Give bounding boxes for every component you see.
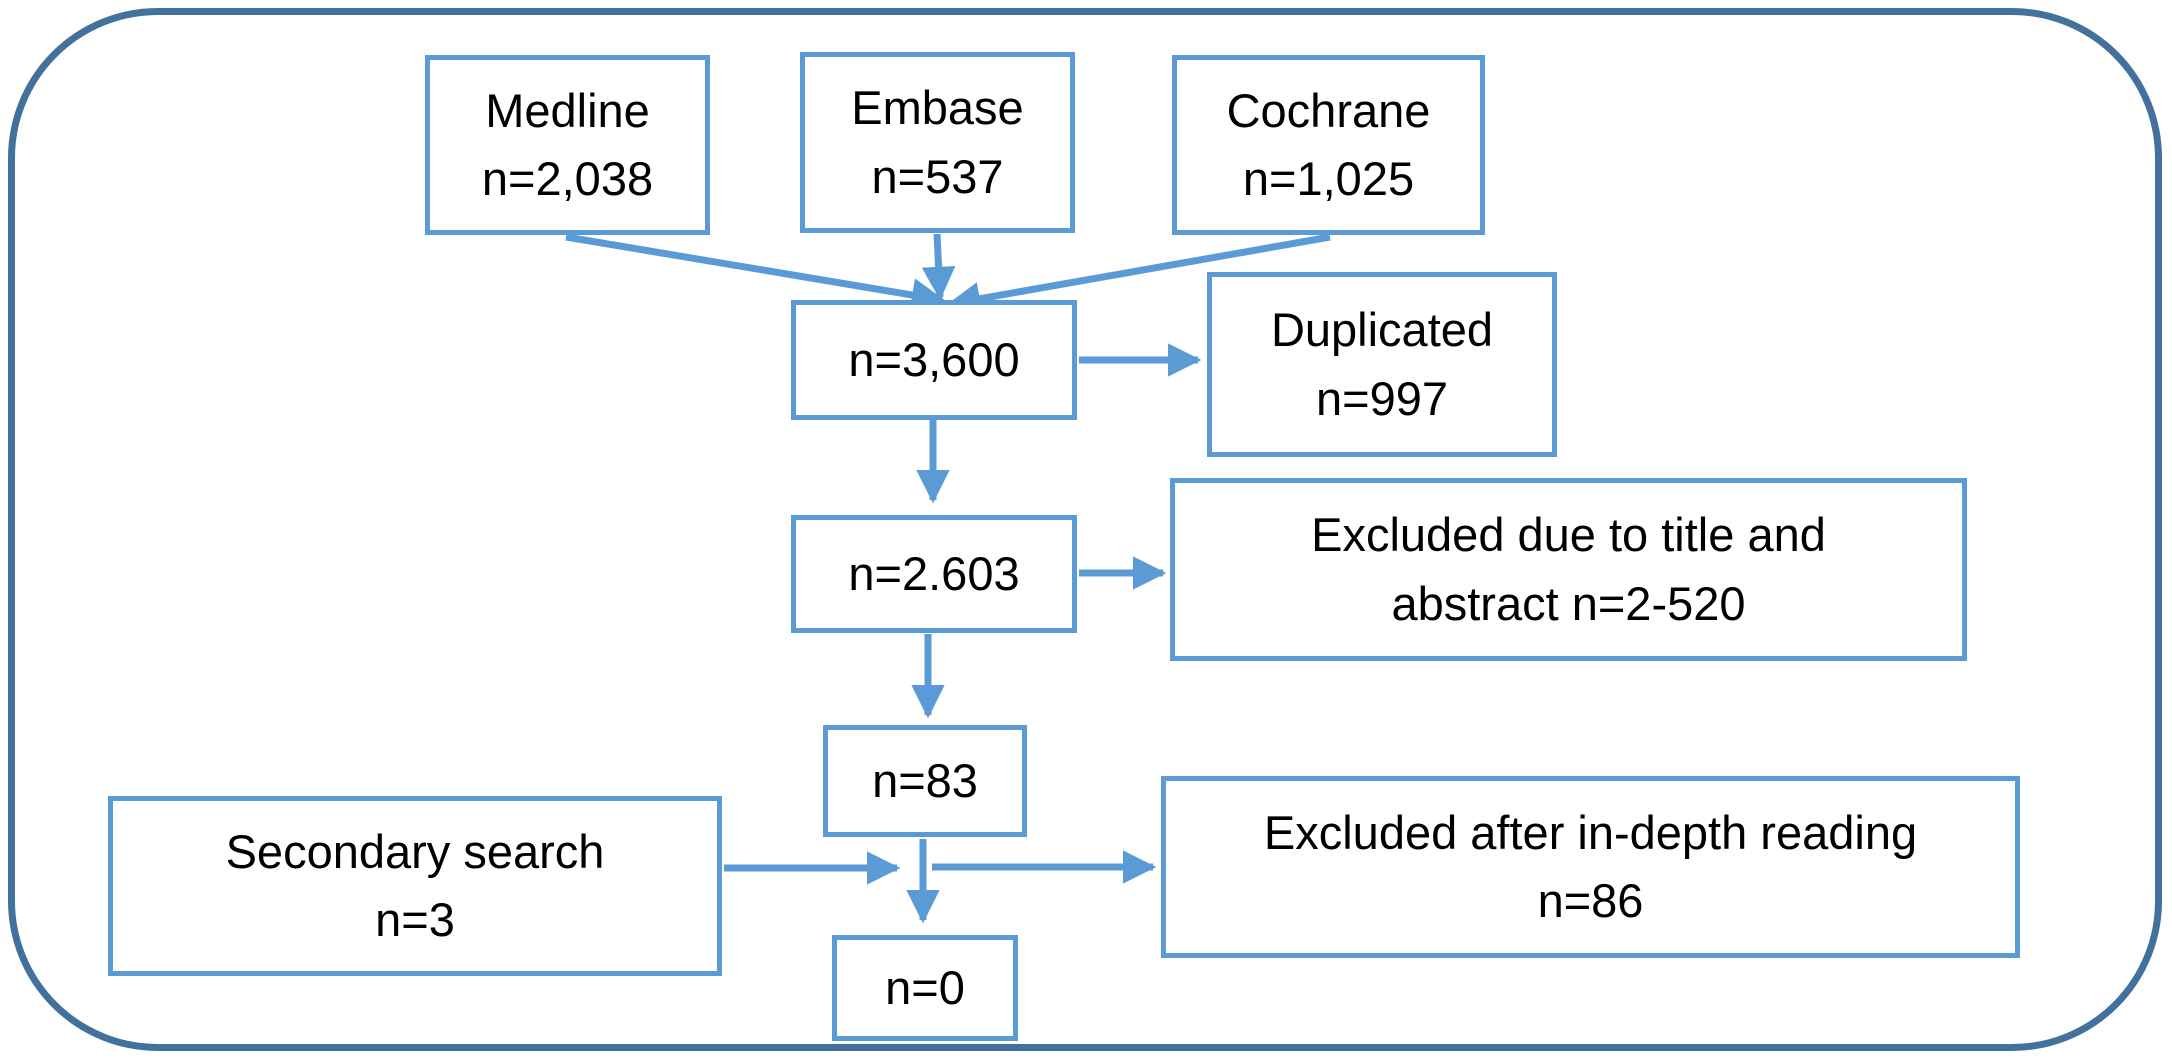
node-included: n=0 [832,935,1018,1041]
node-excluded-in-depth: Excluded after in-depth reading n=86 [1161,776,2020,958]
node-embase: Embase n=537 [800,52,1075,233]
node-duplicated-line1: Duplicated [1270,303,1494,357]
node-duplicated-line2: n=997 [1315,371,1448,425]
node-excluded-in-depth-line2: n=86 [1537,874,1644,927]
node-secondary-search-line2: n=3 [375,893,455,946]
node-excluded-title-abstract: Excluded due to title and abstract n=2-5… [1170,478,1967,661]
node-cochrane-line1: Cochrane [1226,83,1431,137]
node-after-duplicates-line1: n=2.603 [848,546,1020,600]
node-excluded-title-abstract-line2: abstract n=2-520 [1391,576,1746,630]
node-medline: Medline n=2,038 [425,55,710,235]
node-embase-line2: n=537 [871,149,1004,203]
diagram-border-frame [8,8,2162,1051]
node-embase-line1: Embase [851,81,1024,135]
node-included-line1: n=0 [885,960,965,1014]
arrow-embase-to-pooled [921,233,956,301]
node-after-screening-line1: n=83 [872,753,978,807]
arrow-cochrane-to-pooled [946,233,1331,316]
node-pooled-line1: n=3,600 [848,332,1020,386]
node-after-duplicates: n=2.603 [791,515,1077,633]
node-medline-line1: Medline [485,83,650,137]
node-excluded-in-depth-line1: Excluded after in-depth reading [1263,805,1918,859]
node-secondary-search-line1: Secondary search [225,824,605,878]
node-after-screening: n=83 [823,725,1027,837]
node-excluded-title-abstract-line1: Excluded due to title and [1311,508,1826,562]
arrow-medline-to-pooled [565,233,946,312]
node-pooled-total: n=3,600 [791,300,1077,420]
node-medline-line2: n=2,038 [481,152,654,205]
node-duplicated: Duplicated n=997 [1207,272,1557,457]
node-secondary-search: Secondary search n=3 [108,796,722,976]
node-cochrane-line2: n=1,025 [1242,152,1415,205]
node-cochrane: Cochrane n=1,025 [1172,55,1485,235]
